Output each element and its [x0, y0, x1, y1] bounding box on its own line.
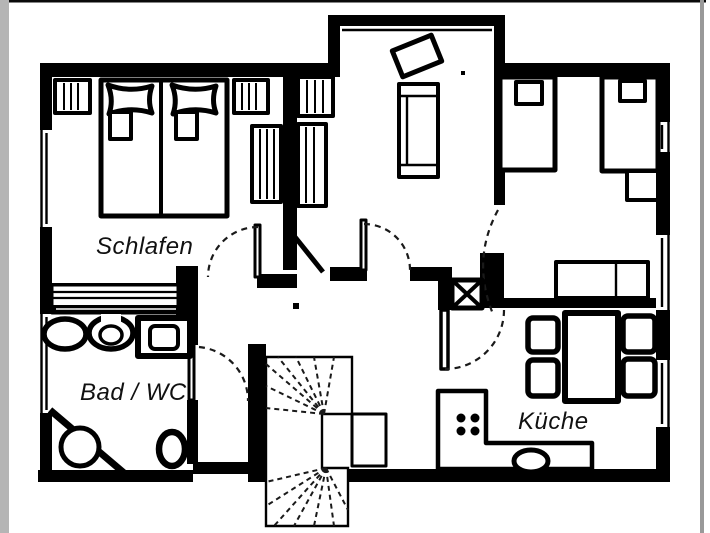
wall [40, 63, 340, 77]
nightstand [53, 78, 92, 115]
label-schlafen: Schlafen [96, 233, 193, 260]
living-furniture [293, 32, 465, 309]
chair [525, 315, 561, 355]
window [660, 122, 670, 152]
bedroom2-door [482, 209, 499, 315]
door-swing-arc [482, 209, 499, 315]
wall [438, 281, 452, 310]
wall [328, 15, 497, 26]
wall [176, 266, 198, 318]
hall-open-door-leaf [293, 235, 325, 274]
winder-staircase [264, 355, 388, 528]
couch [397, 82, 440, 179]
wall [40, 63, 52, 130]
pillow [105, 82, 155, 117]
single-bed [497, 74, 558, 173]
door-swing-arc [444, 309, 506, 371]
pillow [514, 80, 544, 106]
wall [40, 413, 52, 482]
floor-mark [293, 303, 299, 309]
windows [40, 28, 670, 427]
toilet [86, 314, 136, 352]
pillow [169, 82, 219, 117]
wall [656, 310, 670, 360]
wall [348, 469, 668, 482]
wardrobe-shelf [50, 283, 180, 315]
wall [257, 274, 297, 288]
door-swing-arc [206, 225, 259, 278]
dining-table [562, 310, 621, 404]
window [660, 360, 670, 427]
label-kueche: Küche [518, 408, 589, 435]
sideboard [554, 260, 650, 300]
window [40, 130, 48, 227]
wall [502, 298, 656, 308]
corner-shower [47, 407, 133, 481]
floor-mark [461, 71, 465, 75]
door-swing-arc [198, 345, 250, 402]
floor-toilet [155, 428, 189, 470]
kitchen-door [439, 308, 506, 371]
duvet-fold [108, 110, 133, 141]
pillow [618, 79, 647, 103]
label-bad-wc: Bad / WC [80, 379, 187, 406]
nightstand [232, 78, 270, 115]
wall [40, 227, 52, 314]
bedside-table [625, 169, 660, 202]
walls [38, 15, 670, 482]
wall [283, 77, 297, 270]
frame-left-strip [0, 0, 9, 533]
window [660, 235, 670, 310]
living-room-door [359, 218, 412, 272]
shelf-unit [296, 75, 335, 118]
stove-burners [456, 413, 480, 436]
doors [187, 209, 506, 402]
bathroom-fixtures [41, 314, 193, 481]
installation-shaft [449, 277, 485, 311]
washbasin [41, 316, 89, 352]
single-bed [599, 74, 661, 174]
chair [525, 357, 561, 399]
wall [494, 63, 670, 77]
dresser [250, 124, 283, 204]
frame-right-line [700, 0, 704, 533]
duvet-fold [174, 110, 199, 141]
bedroom2-furniture [497, 74, 661, 300]
frame-top-line [9, 0, 706, 3]
kitchen-sink [511, 447, 551, 475]
wall [328, 15, 340, 77]
kitchen-furniture [435, 277, 658, 475]
bedroom-furniture [50, 77, 283, 315]
double-bed [98, 77, 230, 219]
stair-treads-upper [265, 356, 335, 415]
tilted-side-table [389, 32, 445, 80]
wall [38, 470, 193, 482]
room-labels: Schlafen Bad / WC Küche [80, 233, 589, 435]
wall [410, 267, 452, 281]
wall [656, 427, 670, 482]
door-swing-arc [363, 222, 412, 271]
stair-landing [350, 412, 388, 468]
chair [620, 313, 658, 355]
stair-treads-lower [265, 467, 349, 527]
wall [187, 400, 198, 464]
wall [193, 462, 252, 474]
kitchen-counter [435, 388, 595, 472]
wall [248, 344, 266, 482]
bedroom-door [206, 223, 262, 279]
wall [330, 267, 367, 281]
washing-machine [135, 315, 193, 359]
chair [620, 356, 658, 399]
shelf-unit-tall [296, 122, 328, 208]
